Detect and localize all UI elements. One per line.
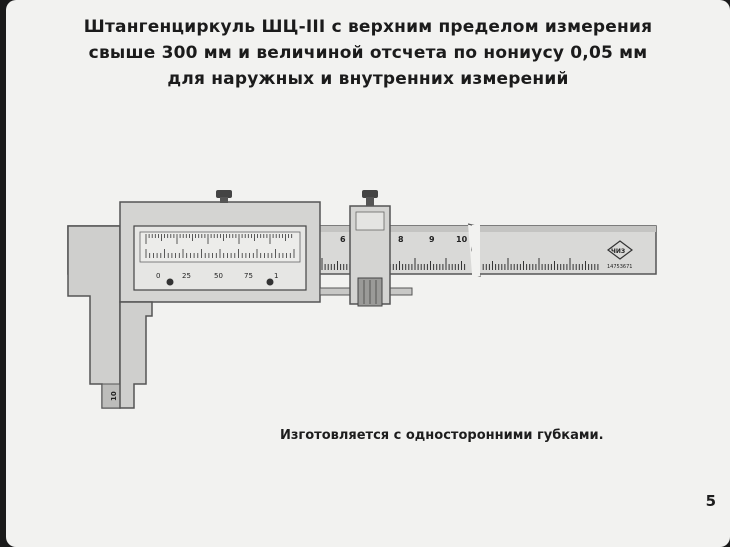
frame-screw-left [166, 278, 174, 286]
vernier-scale-ticks [145, 234, 295, 258]
sliding-frame [119, 190, 321, 409]
caption: Изготовляется с односторонними губками. [280, 428, 604, 443]
slide-title: Штангенциркуль ШЦ-III с верхним пределом… [6, 14, 730, 92]
scale-number-10: 10 [456, 235, 468, 244]
vernier-caliper-illustration: 6 7 8 9 10 ЧИЗ 14753671 10 [67, 190, 657, 409]
vernier-number-50: 50 [214, 272, 223, 280]
vernier-number-0: 0 [156, 272, 160, 280]
lock-screw-head [216, 190, 232, 198]
vernier-number-75: 75 [244, 272, 253, 280]
fine-adjustment-assembly [319, 190, 413, 307]
jaw-marking: 10 [110, 391, 118, 401]
adjustment-screw-stem [366, 197, 374, 206]
title-line-2: свыше 300 мм и величиной отсчета по нони… [88, 43, 648, 63]
vernier-number-25: 25 [182, 272, 191, 280]
scale-number-9: 9 [429, 235, 435, 244]
slide: Штангенциркуль ШЦ-III с верхним пределом… [6, 0, 730, 547]
title-line-1: Штангенциркуль ШЦ-III с верхним пределом… [83, 17, 653, 37]
page-number: 5 [705, 492, 716, 510]
frame-screw-right [266, 278, 274, 286]
serial-number: 14753671 [607, 264, 632, 270]
scale-number-8: 8 [398, 235, 404, 244]
fixed-jaw: 10 [67, 225, 121, 409]
lock-screw-stem [220, 197, 228, 203]
vernier-number-1: 1 [274, 272, 278, 280]
title-line-3: для наружных и внутренних измерений [167, 69, 569, 89]
scale-number-6: 6 [340, 235, 346, 244]
adjustment-screw-head [362, 190, 378, 198]
maker-mark: ЧИЗ 14753671 [607, 240, 633, 270]
maker-mark-text: ЧИЗ [611, 248, 625, 255]
